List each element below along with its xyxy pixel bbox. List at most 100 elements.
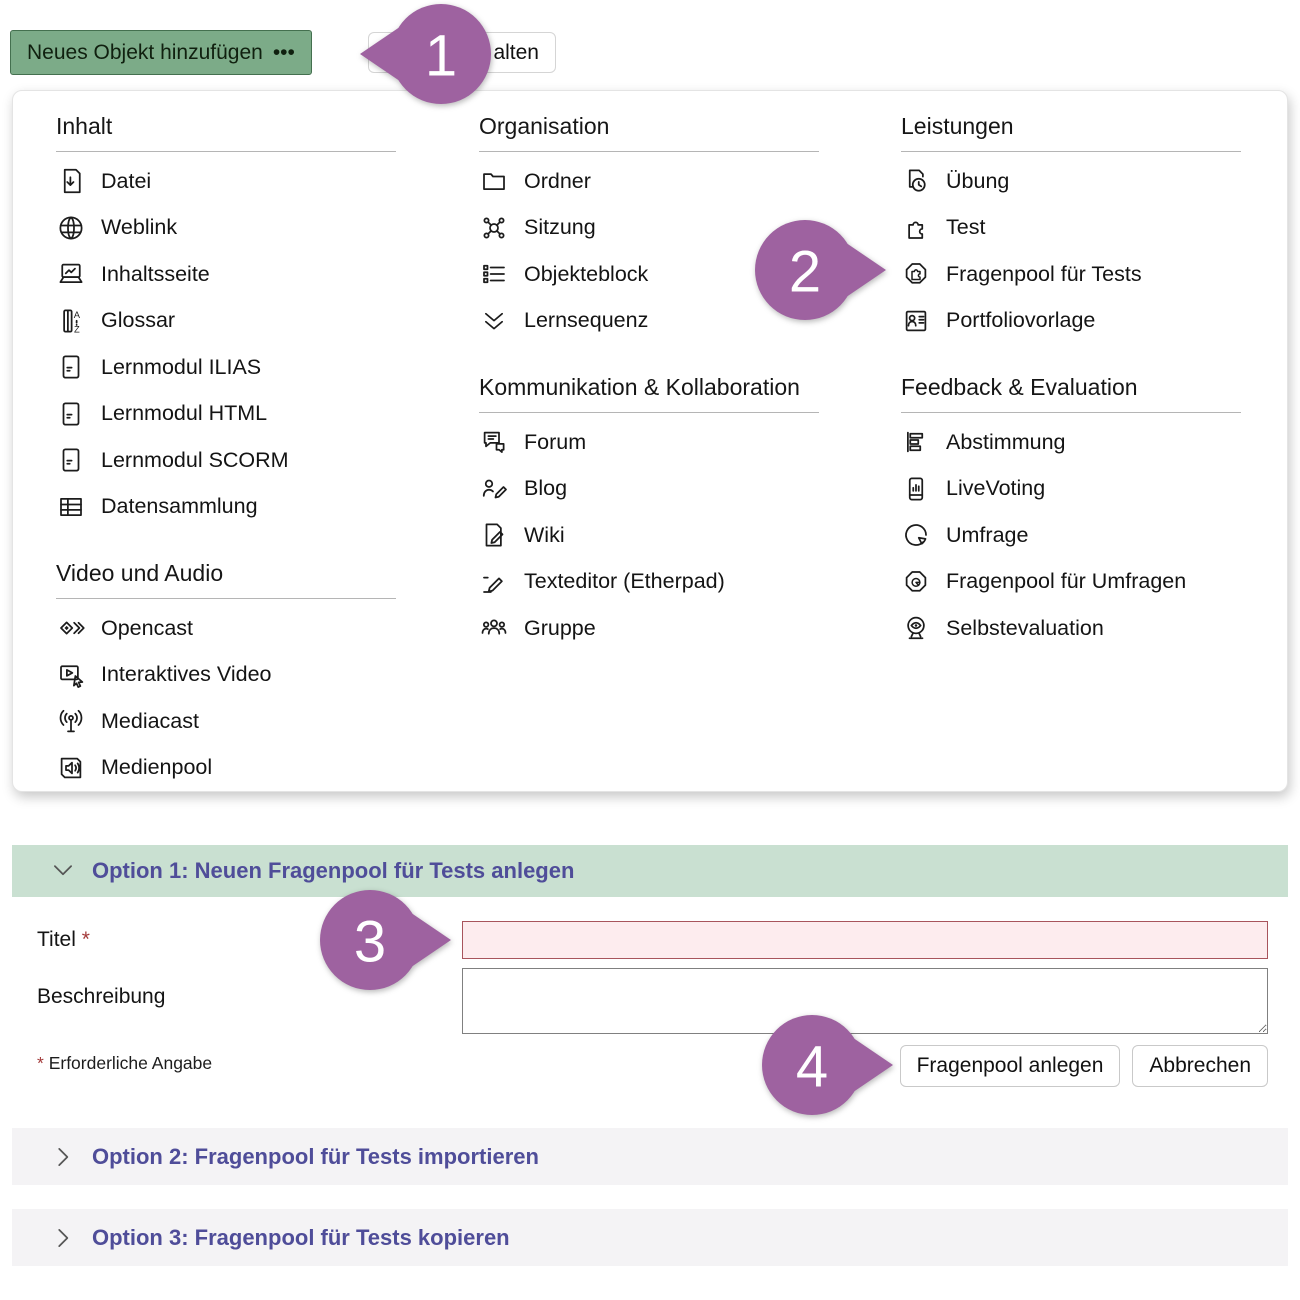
menu-item-opencast[interactable]: Opencast (56, 605, 412, 652)
accordion-option1-title: Option 1: Neuen Fragenpool für Tests anl… (92, 858, 575, 883)
menu-item-blog[interactable]: Blog (479, 466, 835, 513)
create-question-pool-button[interactable]: Fragenpool anlegen (899, 1045, 1121, 1087)
svg-text:A: A (74, 310, 81, 320)
required-note: * Erforderliche Angabe (37, 1053, 213, 1073)
add-new-object-label: Neues Objekt hinzufügen (27, 40, 263, 64)
menu-item-umfrage[interactable]: Umfrage (901, 512, 1246, 559)
menu-item-medienpool[interactable]: Medienpool (56, 745, 412, 792)
section-video-audio: Video und Audio Opencast Interaktives Vi… (56, 552, 412, 791)
menu-item-label: Abstimmung (946, 429, 1066, 454)
menu-item-fragenpool-tests[interactable]: Fragenpool für Tests (901, 251, 1246, 298)
menu-item-label: Interaktives Video (101, 662, 272, 687)
menu-item-label: Übung (946, 168, 1010, 193)
accordion-option2-header[interactable]: Option 2: Fragenpool für Tests importier… (12, 1128, 1288, 1185)
menu-item-lernmodul-scorm[interactable]: Lernmodul SCORM (56, 437, 412, 484)
accordion-option2-title: Option 2: Fragenpool für Tests importier… (92, 1143, 539, 1169)
learning-module-icon (56, 445, 86, 475)
menu-item-sitzung[interactable]: Sitzung (479, 205, 835, 252)
menu-item-label: Datei (101, 168, 152, 193)
add-new-object-button[interactable]: Neues Objekt hinzufügen ••• (10, 30, 312, 75)
titel-label: Titel * (37, 928, 90, 951)
menu-item-label: Blog (524, 476, 568, 501)
menu-item-weblink[interactable]: Weblink (56, 205, 412, 252)
item-block-icon (479, 259, 509, 289)
self-evaluation-icon (901, 613, 931, 643)
menu-item-label: LiveVoting (946, 476, 1046, 501)
menu-item-portfoliovorlage[interactable]: Portfoliovorlage (901, 298, 1246, 345)
menu-item-label: Objekteblock (524, 261, 649, 286)
menu-item-datei[interactable]: Datei (56, 158, 412, 205)
menu-item-texteditor[interactable]: Texteditor (Etherpad) (479, 559, 835, 606)
menu-item-test[interactable]: Test (901, 205, 1246, 252)
menu-item-label: Test (946, 215, 986, 240)
puzzle-icon (901, 213, 931, 243)
section-title-leistungen: Leistungen (901, 105, 1241, 152)
menu-item-uebung[interactable]: Übung (901, 158, 1246, 205)
menu-item-forum[interactable]: Forum (479, 419, 835, 466)
menu-item-ordner[interactable]: Ordner (479, 158, 835, 205)
menu-item-selbstevaluation[interactable]: Selbstevaluation (901, 605, 1246, 652)
accordion-option1-header[interactable]: Option 1: Neuen Fragenpool für Tests anl… (12, 845, 1288, 897)
menu-item-label: Glossar (101, 308, 176, 333)
menu-item-label: Weblink (101, 215, 178, 240)
section-title-video-audio: Video und Audio (56, 552, 396, 599)
menu-item-label: Umfrage (946, 522, 1029, 547)
svg-text:Z: Z (74, 324, 80, 334)
section-title-kommunikation: Kommunikation & Kollabo­ration (479, 366, 819, 413)
file-icon (56, 166, 86, 196)
menu-item-abstimmung[interactable]: Abstimmung (901, 419, 1246, 466)
menu-item-wiki[interactable]: Wiki (479, 512, 835, 559)
menu-item-label: Portfoliovorlage (946, 308, 1096, 333)
svg-text:3: 3 (354, 910, 386, 975)
menu-item-lernsequenz[interactable]: Lernsequenz (479, 298, 835, 345)
menu-item-livevoting[interactable]: LiveVoting (901, 466, 1246, 513)
menu-item-lernmodul-html[interactable]: Lernmodul HTML (56, 391, 412, 438)
section-title-feedback: Feedback & Evaluation (901, 366, 1241, 413)
menu-item-lernmodul-ilias[interactable]: Lernmodul ILIAS (56, 344, 412, 391)
accordion-option3-title: Option 3: Fragenpool für Tests kopieren (92, 1224, 510, 1250)
broadcast-icon (56, 706, 86, 736)
menu-item-inhaltsseite[interactable]: Inhaltsseite (56, 251, 412, 298)
menu-item-datensammlung[interactable]: Datensammlung (56, 484, 412, 531)
accordion-option3-header[interactable]: Option 3: Fragenpool für Tests kopieren (12, 1209, 1288, 1266)
callout-marker-3: 3 (318, 888, 453, 992)
cancel-button[interactable]: Abbrechen (1132, 1045, 1268, 1087)
svg-text:4: 4 (796, 1035, 828, 1100)
menu-item-label: Lernmodul ILIAS (101, 354, 262, 379)
menu-item-label: Datensammlung (101, 494, 258, 519)
section-kommunikation: Kommunikation & Kollabo­ration Forum Blo… (479, 366, 835, 652)
menu-item-label: Ordner (524, 168, 591, 193)
wiki-icon (479, 520, 509, 550)
menu-item-label: Fragenpool für Umfragen (946, 569, 1187, 594)
required-asterisk: * (81, 928, 90, 951)
section-organisation: Organisation Ordner Sitzung Objekteblock… (479, 105, 835, 344)
portfolio-icon (901, 306, 931, 336)
beschreibung-field[interactable] (462, 968, 1268, 1034)
live-voting-icon (901, 474, 931, 504)
menu-item-label: Lernsequenz (524, 308, 649, 333)
menu-item-interaktives-video[interactable]: Interaktives Video (56, 652, 412, 699)
menu-item-fragenpool-umfragen[interactable]: Fragenpool für Umfragen (901, 559, 1246, 606)
globe-icon (56, 213, 86, 243)
menu-item-mediacast[interactable]: Mediacast (56, 698, 412, 745)
question-pool-test-icon (901, 259, 931, 289)
chevron-right-icon (50, 1225, 76, 1251)
learning-module-icon (56, 399, 86, 429)
interactive-video-icon (56, 660, 86, 690)
section-title-inhalt: Inhalt (56, 105, 396, 152)
menu-item-label: Inhaltsseite (101, 261, 210, 286)
menu-item-label: Mediacast (101, 708, 199, 733)
titel-field[interactable] (462, 921, 1268, 959)
menu-item-objekteblock[interactable]: Objekteblock (479, 251, 835, 298)
session-icon (479, 213, 509, 243)
exercise-icon (901, 166, 931, 196)
toolbar-secondary-button[interactable]: alten (368, 32, 556, 73)
required-asterisk: * (37, 1053, 44, 1073)
group-icon (479, 613, 509, 643)
menu-column-3: Leistungen Übung Test Fragenpool für Tes… (901, 105, 1271, 791)
menu-item-gruppe[interactable]: Gruppe (479, 605, 835, 652)
menu-item-label: Forum (524, 429, 587, 454)
